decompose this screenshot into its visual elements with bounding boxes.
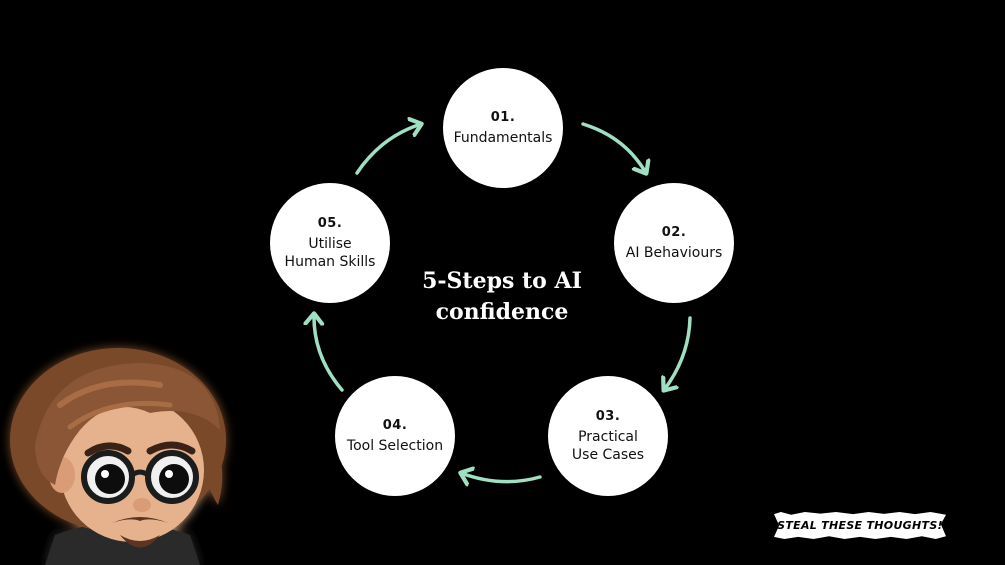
step-label: Fundamentals [453,129,553,146]
diagram-title-line1: 5-Steps to AI [422,268,582,294]
step-number: 05. [317,215,343,231]
arrow-step2-to-step3 [664,316,692,390]
step-label: AI Behaviours [625,244,723,261]
arrow-step4-to-step5 [314,314,344,392]
step-number: 01. [490,109,516,125]
arrow-step1-to-step2 [581,122,646,173]
step-number: 04. [382,417,408,433]
step-tool-selection: 04. Tool Selection [335,376,455,496]
diagram-title-line2: confidence [435,299,569,325]
arrow-step5-to-step1 [355,124,421,175]
step-ai-behaviours: 02. AI Behaviours [614,183,734,303]
avatar-icon [10,348,226,565]
step-label-line1: Utilise [308,235,352,252]
step-practical-use-cases: 03. Practical Use Cases [548,376,668,496]
step-fundamentals: 01. Fundamentals [443,68,563,188]
step-number: 02. [661,224,687,240]
step-label-line2: Use Cases [571,446,645,463]
step-label: Tool Selection [346,437,444,454]
step-utilise-human-skills: 05. Utilise Human Skills [270,183,390,303]
arrow-step3-to-step4 [461,473,542,482]
step-label-line2: Human Skills [284,253,376,270]
step-number: 03. [595,408,621,424]
steal-these-thoughts-stamp: STEAL THESE THOUGHTS! [774,512,946,539]
step-label-line1: Practical [578,428,638,445]
diagram-title: 5-Steps to AI confidence [402,266,602,328]
